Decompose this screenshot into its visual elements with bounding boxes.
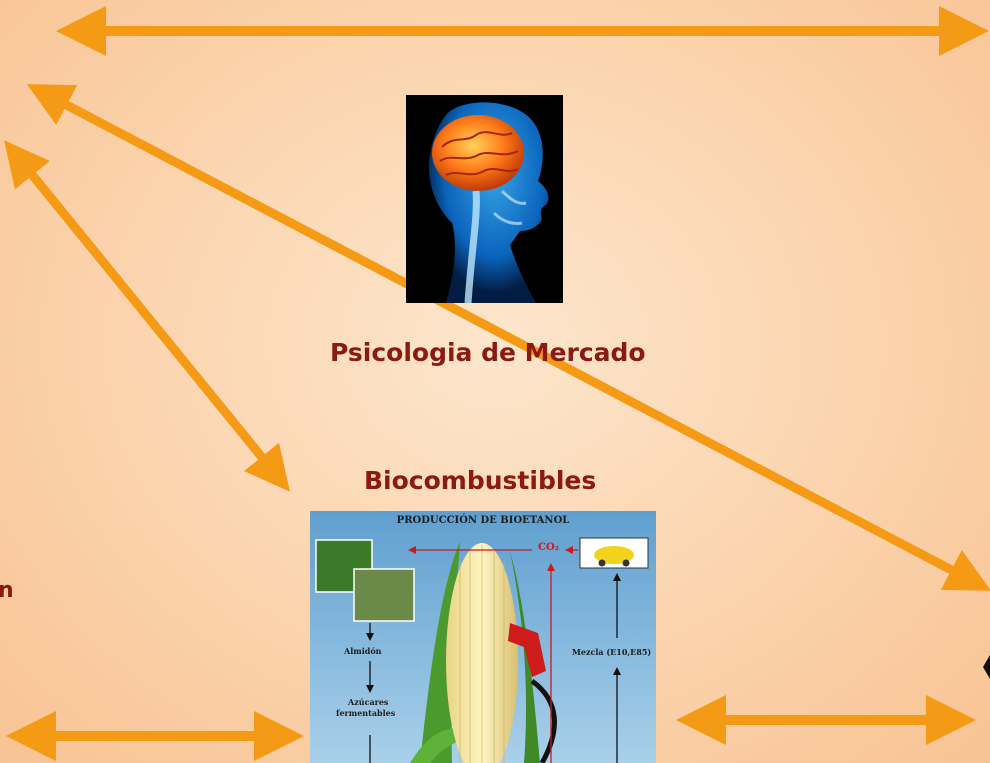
- bioethanol-title: PRODUCCIÓN DE BIOETANOL: [310, 515, 656, 526]
- brain-image: [406, 95, 563, 303]
- human-brain-skeleton-icon: [406, 95, 563, 303]
- right-edge-arrowhead-fragment: [983, 655, 990, 679]
- mezcla-label: Mezcla (E10,E85): [572, 647, 651, 657]
- co2-label: CO₂: [538, 542, 559, 553]
- biocombustibles-label: Biocombustibles: [364, 466, 596, 495]
- bioethanol-diagram-image: PRODUCCIÓN DE BIOETANOL CO₂ Almidón Mezc…: [310, 511, 656, 763]
- bioethanol-illustration: [310, 511, 656, 763]
- cut-off-text: n: [0, 578, 14, 603]
- azucares-label: Azúcares: [348, 697, 388, 707]
- psicologia-de-mercado-label: Psicologia de Mercado: [330, 338, 646, 367]
- corn-field-photo-2: [354, 569, 414, 621]
- fermentables-label: fermentables: [336, 708, 395, 718]
- almidon-label: Almidón: [344, 646, 382, 656]
